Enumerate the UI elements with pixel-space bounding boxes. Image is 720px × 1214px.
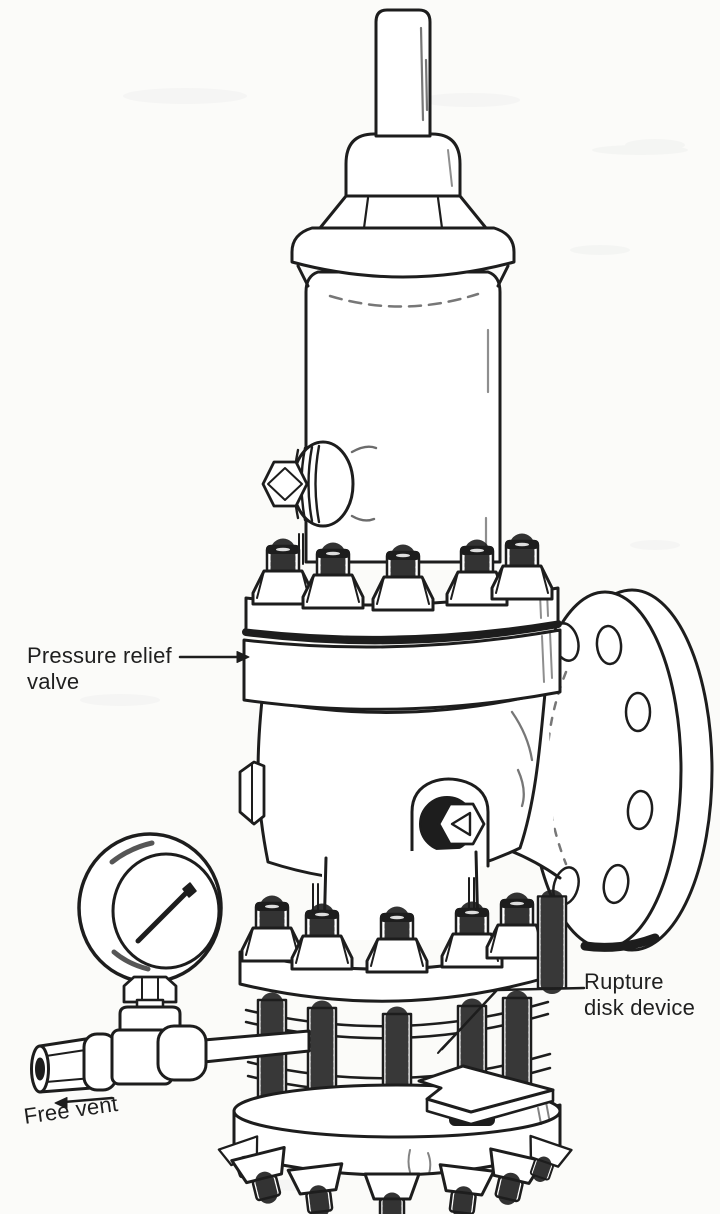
tag-face [417, 1064, 555, 1114]
flange-lower-ring [242, 628, 562, 711]
stud-tips [312, 877, 475, 913]
bolt-head [437, 802, 486, 846]
adjuster-hex-band [318, 194, 488, 230]
outlet-flange [527, 588, 714, 952]
rupture-disk-leader-arrow [437, 986, 586, 1054]
body-side-plug [238, 760, 266, 826]
telltale-pipe [202, 1029, 311, 1064]
gauge-stem-hex-facets [141, 976, 159, 1003]
gauge-needle [135, 882, 197, 944]
flange-bottom-shadow [580, 933, 660, 952]
bonnet-cap [290, 8, 516, 288]
body-clevis-bolt [410, 777, 490, 870]
label-rupture-disk-device: Rupture disk device [584, 969, 696, 1020]
hex-band-facets [362, 196, 444, 230]
drawing-root [30, 8, 714, 1214]
pressure-gauge [77, 832, 223, 1038]
bonnet [304, 270, 502, 564]
adjuster-shading [447, 149, 453, 187]
pressure-relief-valve-leader-arrow [178, 651, 250, 663]
fitting-sketch [350, 445, 378, 522]
nozzle-bore [35, 1057, 45, 1081]
gauge-ring-shading [109, 840, 155, 972]
rupture-disk-tag [417, 1064, 555, 1126]
cap-taper [296, 264, 510, 288]
stem [374, 8, 432, 138]
vent-tee [30, 1024, 208, 1094]
tee-right-collar [156, 1024, 208, 1082]
fitting-hex-head [261, 460, 309, 508]
bottom-flange-shading [407, 1101, 550, 1175]
fitting-hex-facet [267, 467, 303, 501]
stem-shading [419, 26, 429, 122]
body-shading [510, 710, 534, 808]
free-vent-leader-arrow [54, 1096, 114, 1109]
flange-gasket [242, 620, 562, 645]
bonnet-flange-nuts [253, 541, 552, 610]
flange-edge-shading [539, 591, 553, 683]
bonnet-side-fitting [261, 440, 378, 528]
annotation-leaders [54, 651, 586, 1109]
bonnet-inner-sketch [328, 292, 480, 308]
adjuster-cap [344, 132, 462, 198]
gauge-stem-hex [122, 975, 178, 1004]
outlet-flange-bolt-holes [552, 622, 654, 906]
bolt-socket [450, 811, 472, 837]
label-pressure-relief-valve: Pressure relief valve [27, 643, 172, 694]
